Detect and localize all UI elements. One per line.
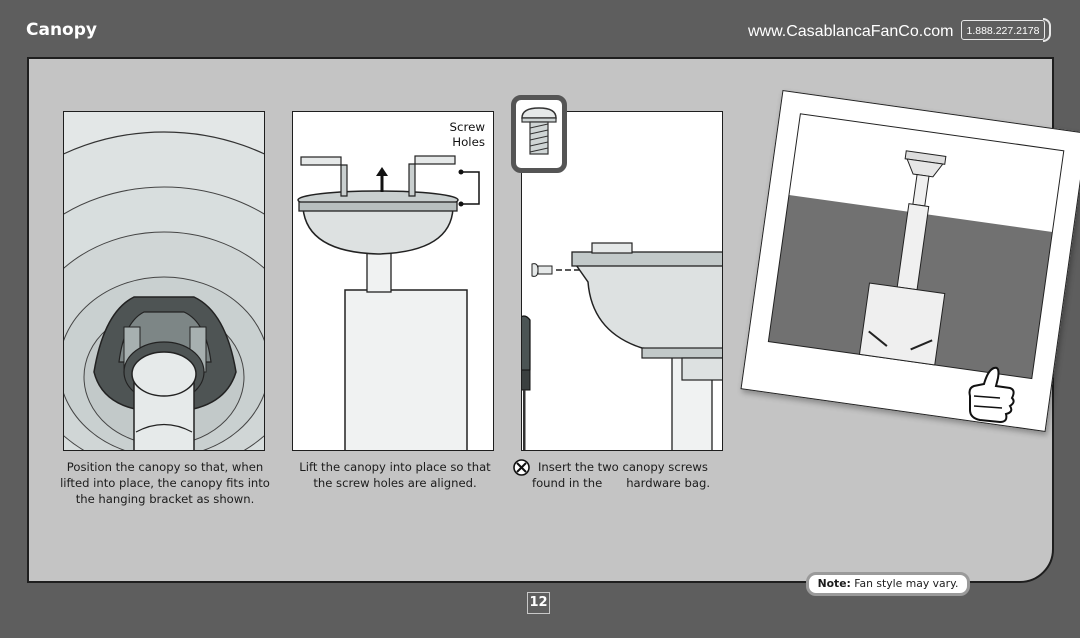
screw-insertion-drawing [522, 242, 722, 450]
installed-fan-photo [740, 90, 1080, 432]
step3-caption-line: Insert the two canopy screws [538, 460, 708, 474]
step1-caption-line: lifted into place, the canopy fits into [60, 476, 270, 490]
note-text: Fan style may vary. [854, 577, 959, 590]
screw-holes-callout: Screw Holes [430, 120, 485, 150]
step1-caption-line: Position the canopy so that, when [66, 460, 264, 474]
note-box: Note: Fan style may vary. [806, 572, 970, 596]
step2-caption: Lift the canopy into place so that the s… [280, 459, 510, 491]
step1-illustration [63, 111, 265, 451]
step3-caption-line: found in the hardware bag. [532, 475, 722, 491]
thumbs-up-icon [968, 366, 1015, 424]
step3-caption-part: found in the [532, 476, 603, 490]
step2-caption-line: the screw holes are aligned. [313, 476, 477, 490]
step1-caption: Position the canopy so that, when lifted… [45, 459, 285, 507]
prohibited-drill-icon [513, 459, 530, 476]
screw-icon [521, 107, 557, 155]
step3-caption-part: hardware bag. [626, 476, 711, 490]
callout-line-1: Screw [449, 120, 485, 134]
step2-caption-line: Lift the canopy into place so that [299, 460, 491, 474]
note-label: Note: [817, 577, 851, 590]
page-number: 12 [527, 592, 550, 614]
canopy-bracket-closeup-drawing [64, 112, 264, 450]
step2-illustration [292, 111, 494, 451]
step1-caption-line: the hanging bracket as shown. [75, 492, 255, 506]
screw-icon-badge [511, 95, 567, 173]
installed-canopy-drawing [767, 113, 1065, 380]
step3-caption: Insert the two canopy screws found in th… [532, 459, 722, 491]
page-title: Canopy [26, 20, 97, 40]
phone-number: 1.888.227.2178 [961, 20, 1045, 40]
website-url[interactable]: www.CasablancaFanCo.com [748, 23, 954, 40]
canopy-lift-drawing [297, 155, 480, 450]
callout-line-2: Holes [452, 135, 485, 149]
phone-handset-icon [1043, 18, 1051, 42]
